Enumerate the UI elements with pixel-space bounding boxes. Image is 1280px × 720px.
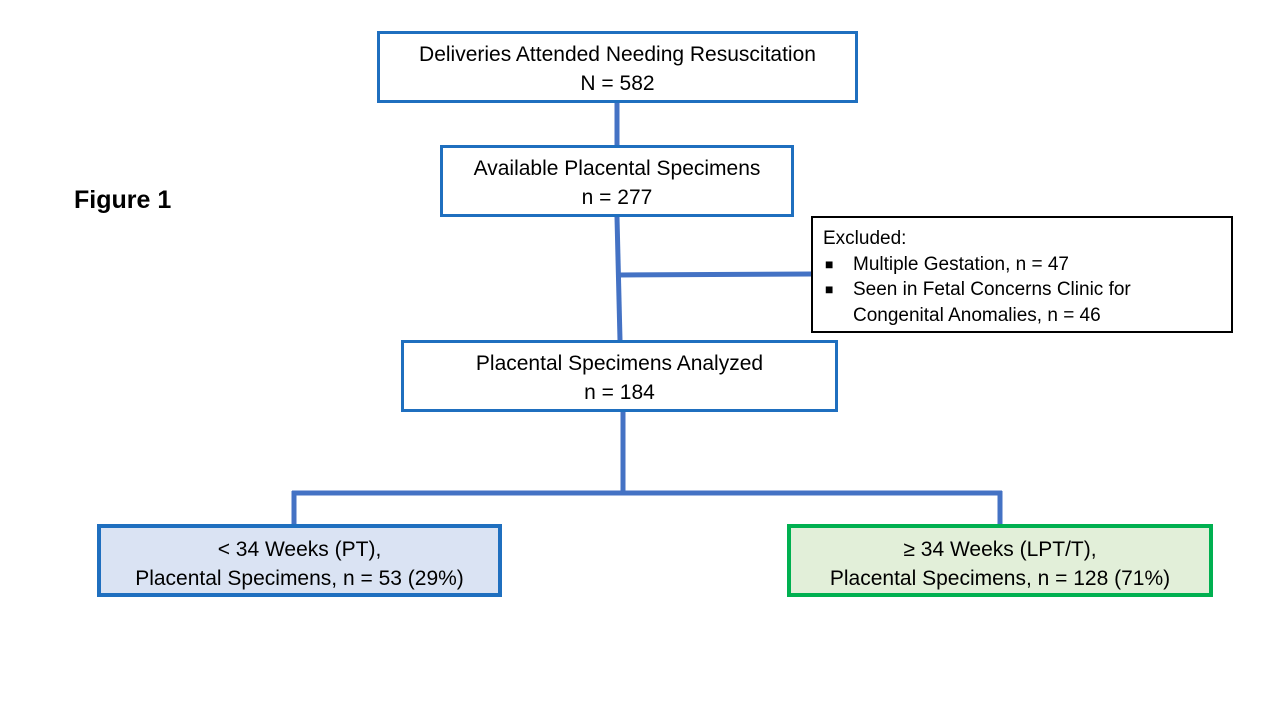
analyzed-specimens-box: Placental Specimens Analyzed n = 184 xyxy=(401,340,838,412)
analyzed-specimens-title: Placental Specimens Analyzed xyxy=(475,352,764,375)
late-preterm-term-group-box: ≥ 34 Weeks (LPT/T), Placental Specimens,… xyxy=(787,524,1213,597)
preterm-group-count: Placental Specimens, n = 53 (29%) xyxy=(135,567,464,590)
available-specimens-title: Available Placental Specimens xyxy=(473,157,761,180)
square-bullet-icon: ■ xyxy=(825,255,834,272)
late-preterm-term-group-title: ≥ 34 Weeks (LPT/T), xyxy=(903,538,1097,561)
excluded-heading: Excluded: xyxy=(823,228,907,249)
preterm-group-title: < 34 Weeks (PT), xyxy=(217,538,382,561)
analyzed-specimens-count: n = 184 xyxy=(584,381,655,404)
preterm-group-box: < 34 Weeks (PT), Placental Specimens, n … xyxy=(97,524,502,597)
deliveries-count: N = 582 xyxy=(580,72,655,95)
excluded-item: ■ Multiple Gestation, n = 47 xyxy=(823,252,1221,278)
connector-to-excluded xyxy=(618,271,812,278)
excluded-box: Excluded: ■ Multiple Gestation, n = 47 ■… xyxy=(811,216,1233,333)
figure-label: Figure 1 xyxy=(74,186,172,214)
deliveries-box: Deliveries Attended Needing Resuscitatio… xyxy=(377,31,858,103)
excluded-item-text: Multiple Gestation, n = 47 xyxy=(853,253,1069,275)
excluded-list: ■ Multiple Gestation, n = 47 ■ Seen in F… xyxy=(823,252,1221,329)
available-specimens-box: Available Placental Specimens n = 277 xyxy=(440,145,794,217)
deliveries-title: Deliveries Attended Needing Resuscitatio… xyxy=(419,43,816,66)
excluded-item-text: Seen in Fetal Concerns Clinic for xyxy=(853,279,1131,300)
excluded-item: ■ Seen in Fetal Concerns Clinic for Cong… xyxy=(823,277,1221,328)
connector-available-to-analyzed xyxy=(614,216,623,341)
square-bullet-icon: ■ xyxy=(825,281,834,297)
late-preterm-term-group-count: Placental Specimens, n = 128 (71%) xyxy=(829,567,1171,590)
excluded-item-text-continued: Congenital Anomalies, n = 46 xyxy=(853,304,1101,326)
available-specimens-count: n = 277 xyxy=(581,186,653,209)
